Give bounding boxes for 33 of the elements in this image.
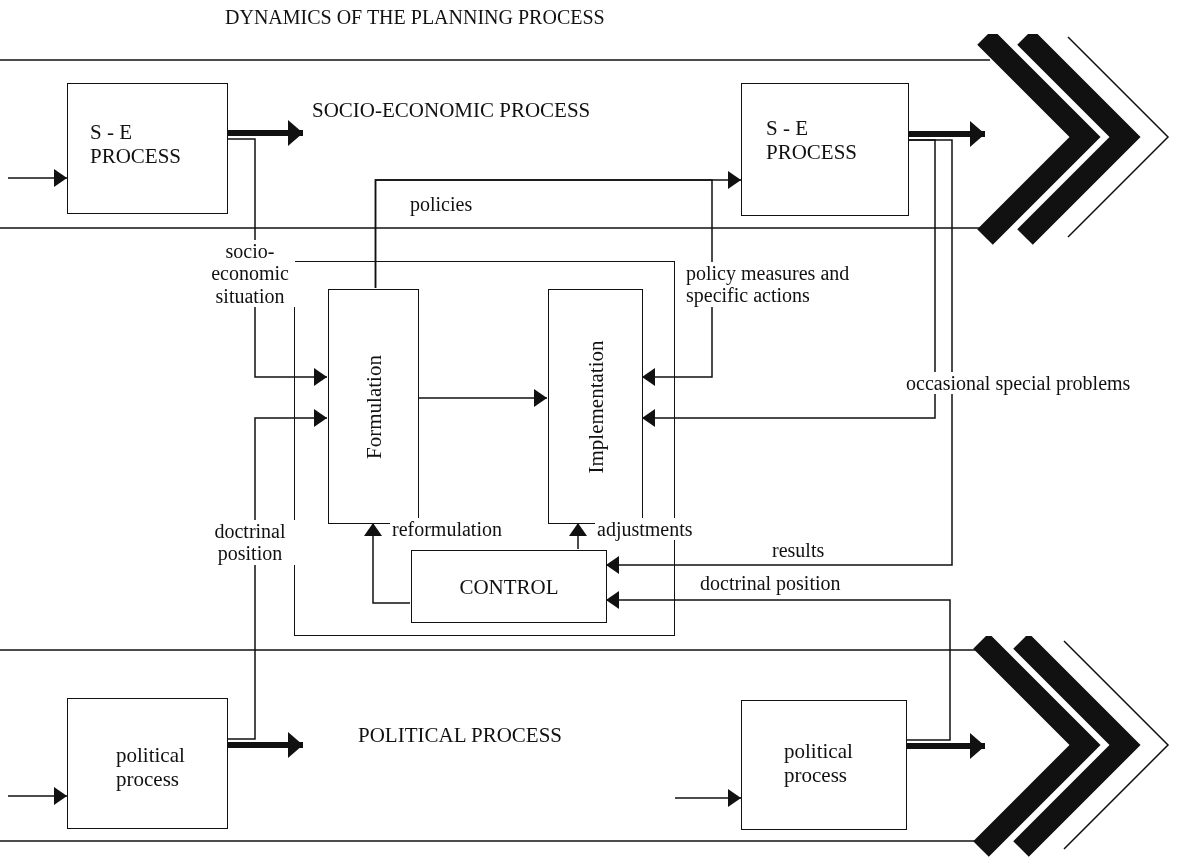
band-title: SOCIO-ECONOMIC PROCESS (312, 98, 591, 123)
box-label: CONTROL (458, 574, 560, 599)
diagram-title: DYNAMICS OF THE PLANNING PROCESS (225, 6, 605, 29)
band-title: POLITICAL PROCESS (358, 723, 562, 748)
edge-label: adjustments (595, 518, 695, 541)
arrow (7, 169, 68, 187)
process-box (548, 289, 643, 524)
arrow (7, 787, 68, 805)
box-label: Implementation (583, 340, 608, 473)
process-box (67, 83, 228, 214)
box-label: S - E PROCESS (90, 120, 183, 169)
output-arrow (907, 733, 985, 759)
arrow (417, 389, 548, 407)
box-label: political process (784, 739, 854, 788)
output-arrow (228, 120, 303, 146)
arrow (569, 522, 587, 550)
arrow (227, 409, 328, 740)
edge-label: occasional special problems (904, 372, 1133, 395)
arrow (605, 591, 951, 741)
arrow (641, 139, 936, 427)
process-box (411, 550, 607, 623)
arrow (605, 139, 953, 574)
process-box (67, 698, 228, 829)
process-box (741, 700, 907, 830)
arrow (674, 789, 742, 807)
box-label: political process (116, 743, 186, 792)
output-arrow (228, 732, 303, 758)
output-arrow (909, 121, 985, 147)
arrow (374, 179, 713, 386)
box-label: S - E PROCESS (766, 116, 859, 165)
box-label: Formulation (361, 354, 386, 459)
arrow (364, 522, 411, 604)
process-box (741, 83, 909, 216)
